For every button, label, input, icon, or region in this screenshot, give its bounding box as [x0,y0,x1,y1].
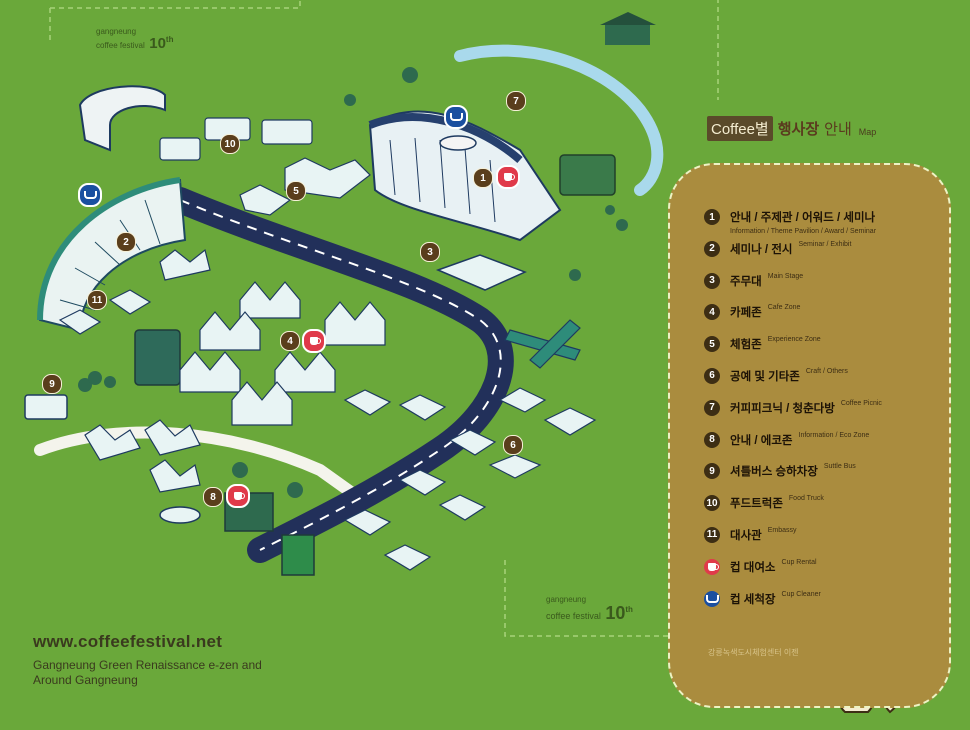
legend-label-en: Cup Rental [781,558,817,566]
credit-text: 강릉녹색도시체험센터 이젠 [708,648,799,657]
marker-2[interactable]: 2 [116,232,136,252]
legend-label-ko: 체험존 [730,339,762,352]
legend-label-en: Cafe Zone [767,304,801,312]
marker-6[interactable]: 6 [503,435,523,455]
legend-label-en: Suttle Bus [823,463,856,471]
legend-title-highlight: 행사장 [777,121,820,138]
legend-number: 6 [704,367,720,384]
legend-number: 8 [704,431,720,448]
legend-item[interactable]: 9 셔틀버스 승하차장 Suttle Bus [704,463,882,495]
legend-item[interactable]: 3 주무대 Main Stage [704,272,882,305]
legend-item[interactable]: 11 대사관 Embassy [704,526,882,559]
description-text: Gangneung Green Renaissance e-zen and Ar… [33,658,262,687]
legend-label-en: Experience Zone [767,336,821,344]
legend-label-ko: 세미나 / 전시 [730,243,793,256]
cup-cleaner-icon [704,590,720,607]
cup-cleaner-icon[interactable] [444,105,468,129]
legend-number: 4 [704,304,720,321]
cup-rental-icon[interactable] [226,484,250,508]
festival-label-line1: gangneung [546,595,587,604]
legend-label-ko: 컵 대여소 [730,561,776,574]
legend-item[interactable]: 7 커피피크닉 / 청춘다방 Coffee Picnic [704,399,882,432]
legend-label-ko: 커피피크닉 / 청춘다방 [730,402,835,415]
marker-3[interactable]: 3 [420,242,440,262]
legend-label-en: Embassy [767,526,797,534]
festival-edition: 10th [149,35,174,52]
cup-rental-icon[interactable] [496,165,520,189]
legend-title-coffee: Coffee별 [707,116,773,141]
festival-label-line1: gangneung [96,27,137,36]
legend-label-en: Information / Theme Pavilion / Award / S… [730,228,877,235]
festival-label-line2: coffee festival [96,41,145,50]
legend-item[interactable]: 1 안내 / 주제관 / 어워드 / 세미나 Information / Theme… [704,209,882,241]
legend-item[interactable]: 10 푸드트럭존 Food Truck [704,495,882,527]
legend-label-en: Seminar / Exhibit [798,240,852,248]
marker-5[interactable]: 5 [286,181,306,201]
cup-cleaner-icon[interactable] [78,183,102,207]
legend-panel: 1 안내 / 주제관 / 어워드 / 세미나 Information / Theme… [668,163,951,708]
website-link[interactable]: www.coffeefestival.net [33,632,223,651]
legend-label-ko: 안내 / 에코존 [730,434,793,447]
legend-item[interactable]: 4 카페존 Cafe Zone [704,304,882,336]
marker-1[interactable]: 1 [473,168,493,188]
legend-label-ko: 푸드트럭존 [730,498,783,511]
legend-number: 3 [704,272,720,289]
legend-title: Coffee별 행사장 안내 Map [707,116,876,141]
cup-rental-icon [704,558,720,575]
legend-label-ko: 카페존 [730,307,762,320]
legend-label-en: Cup Cleaner [781,590,821,598]
legend-number: 10 [704,495,720,512]
legend-number: 9 [704,463,720,480]
legend-label-ko: 셔틀버스 승하차장 [730,466,818,479]
legend-label-ko: 대사관 [730,529,762,542]
festival-label-top: gangneung coffee festival 10th [96,28,173,52]
legend-number: 1 [704,209,720,225]
legend-item[interactable]: 컵 대여소 Cup Rental [704,558,882,591]
legend-number: 5 [704,336,720,353]
legend-label-en: Craft / Others [805,367,848,375]
legend-label-ko: 주무대 [730,275,762,288]
marker-9[interactable]: 9 [42,374,62,394]
legend-number: 7 [704,399,720,416]
festival-edition: 10th [605,603,633,623]
legend-label-ko: 공예 및 기타존 [730,370,800,383]
legend-item[interactable]: 6 공예 및 기타존 Craft / Others [704,367,882,400]
legend-list: 1 안내 / 주제관 / 어워드 / 세미나 Information / Theme… [704,209,882,622]
legend-item[interactable]: 5 체험존 Experience Zone [704,336,882,368]
legend-item[interactable]: 8 안내 / 에코존 Information / Eco Zone [704,431,882,464]
legend-number: 2 [704,240,720,257]
legend-item[interactable]: 2 세미나 / 전시 Seminar / Exhibit [704,240,882,273]
marker-8[interactable]: 8 [203,487,223,507]
legend-label-en: Coffee Picnic [840,399,882,407]
legend-label-en: Food Truck [788,495,824,503]
legend-label-en: Main Stage [767,272,804,280]
legend-number: 11 [704,526,720,543]
legend-item[interactable]: 컵 세척장 Cup Cleaner [704,590,882,623]
legend-title-map: Map [858,126,877,137]
cup-rental-icon[interactable] [302,329,326,353]
legend-title-rest: 안내 [824,121,852,138]
marker-7[interactable]: 7 [506,91,526,111]
festival-label-line2: coffee festival [546,611,601,621]
marker-10[interactable]: 10 [220,134,240,154]
marker-4[interactable]: 4 [280,331,300,351]
legend-label-ko: 컵 세척장 [730,593,776,606]
legend-label-ko: 안내 / 주제관 / 어워드 / 세미나 [730,212,876,224]
marker-11[interactable]: 11 [87,290,107,310]
festival-label-bottom: gangneung coffee festival 10th [546,596,633,623]
legend-label-en: Information / Eco Zone [798,431,870,439]
